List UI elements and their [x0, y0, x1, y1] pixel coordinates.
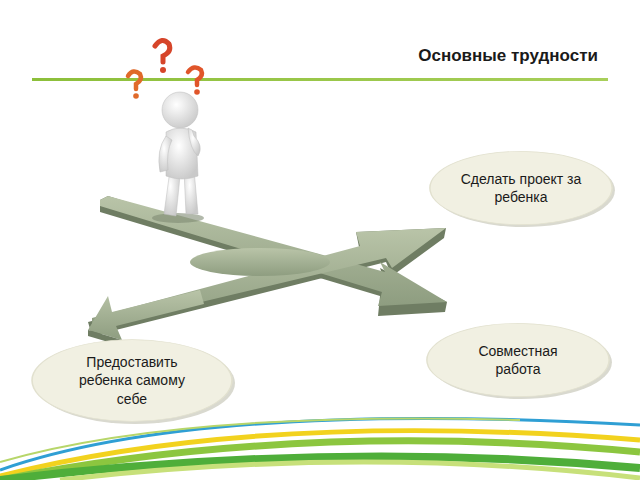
ellipse-node: Предоставить ребенка самому себе [30, 337, 234, 424]
node-text: Сделать проект за ребенка [459, 170, 583, 206]
slide-title: Основные трудности [418, 46, 598, 66]
thinking-figure [152, 92, 204, 223]
crossroads-arrows [88, 196, 447, 346]
ellipse-node: Сделать проект за ребенка [428, 149, 614, 227]
ellipse-shape [425, 321, 611, 399]
title-rule [32, 78, 608, 81]
node-text: Предоставить ребенка самому себе [69, 353, 195, 408]
ellipse-shape [428, 149, 614, 227]
node-text: Совместная работа [456, 342, 580, 378]
ellipse-node: Совместная работа [425, 321, 611, 399]
question-marks [128, 40, 202, 98]
decorative-swooshes [0, 418, 640, 480]
